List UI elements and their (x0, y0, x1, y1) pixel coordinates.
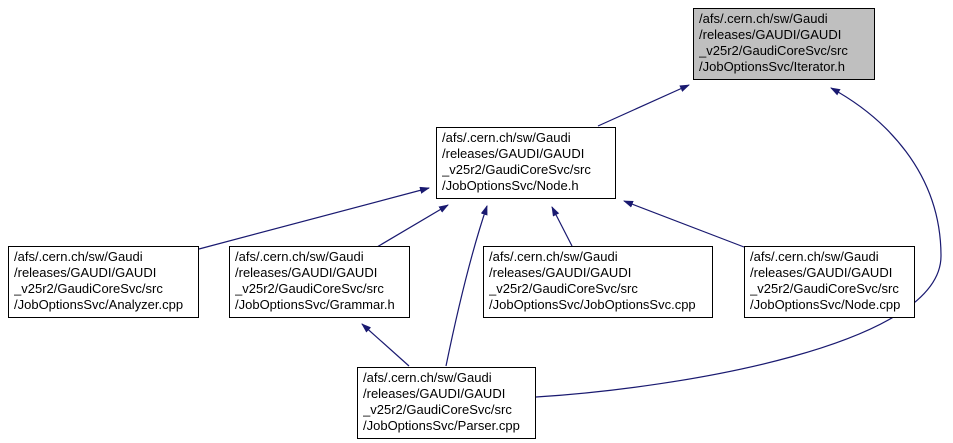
node-label-line: /releases/GAUDI/GAUDI (235, 265, 378, 280)
node-label-line: /JobOptionsSvc/Iterator.h (699, 59, 845, 74)
edge-parser-cpp-to-node-h (445, 205, 488, 367)
node-label-line: /releases/GAUDI/GAUDI (14, 265, 157, 280)
node-label-line: /JobOptionsSvc/Parser.cpp (363, 418, 520, 433)
node-node-h[interactable]: /afs/.cern.ch/sw/Gaudi /releases/GAUDI/G… (436, 127, 616, 199)
node-label-line: /JobOptionsSvc/Analyzer.cpp (14, 297, 184, 312)
node-iterator-h[interactable]: /afs/.cern.ch/sw/Gaudi /releases/GAUDI/G… (693, 8, 875, 80)
edge-node-h-to-iterator-h (597, 84, 690, 127)
node-label-line: /JobOptionsSvc/Node.cpp (750, 297, 901, 312)
node-label-line: /releases/GAUDI/GAUDI (363, 386, 506, 401)
node-label-line: _v25r2/GaudiCoreSvc/src (363, 402, 512, 417)
node-label-line: /afs/.cern.ch/sw/Gaudi (699, 11, 828, 26)
node-node-cpp[interactable]: /afs/.cern.ch/sw/Gaudi /releases/GAUDI/G… (744, 246, 915, 318)
node-parser-cpp[interactable]: /afs/.cern.ch/sw/Gaudi /releases/GAUDI/G… (357, 367, 536, 439)
node-label-line: /JobOptionsSvc/Node.h (442, 178, 579, 193)
node-label-line: /afs/.cern.ch/sw/Gaudi (489, 249, 618, 264)
node-label-line: /afs/.cern.ch/sw/Gaudi (235, 249, 364, 264)
node-joboptionssvc-cpp[interactable]: /afs/.cern.ch/sw/Gaudi /releases/GAUDI/G… (483, 246, 713, 318)
node-label-line: /JobOptionsSvc/Grammar.h (235, 297, 395, 312)
node-label-line: /releases/GAUDI/GAUDI (489, 265, 632, 280)
node-label-line: _v25r2/GaudiCoreSvc/src (235, 281, 384, 296)
node-label-line: /afs/.cern.ch/sw/Gaudi (363, 370, 492, 385)
node-label-line: _v25r2/GaudiCoreSvc/src (750, 281, 899, 296)
node-label-line: /releases/GAUDI/GAUDI (442, 146, 585, 161)
node-label-line: _v25r2/GaudiCoreSvc/src (699, 43, 848, 58)
node-label-line: /afs/.cern.ch/sw/Gaudi (442, 130, 571, 145)
edge-grammar-h-to-node-h (376, 204, 449, 248)
edge-parser-cpp-to-grammar-h (361, 323, 410, 367)
edge-analyzer-cpp-to-node-h (198, 186, 430, 250)
node-grammar-h[interactable]: /afs/.cern.ch/sw/Gaudi /releases/GAUDI/G… (229, 246, 410, 318)
edge-joboptionssvc-cpp-to-node-h (551, 206, 573, 247)
node-label-line: /JobOptionsSvc/JobOptionsSvc.cpp (489, 297, 696, 312)
node-label-line: /releases/GAUDI/GAUDI (750, 265, 893, 280)
node-label-line: /releases/GAUDI/GAUDI (699, 27, 842, 42)
node-label-line: /afs/.cern.ch/sw/Gaudi (14, 249, 143, 264)
node-label-line: _v25r2/GaudiCoreSvc/src (442, 162, 591, 177)
node-label-line: _v25r2/GaudiCoreSvc/src (14, 281, 163, 296)
node-label-line: _v25r2/GaudiCoreSvc/src (489, 281, 638, 296)
node-analyzer-cpp[interactable]: /afs/.cern.ch/sw/Gaudi /releases/GAUDI/G… (8, 246, 199, 318)
node-label-line: /afs/.cern.ch/sw/Gaudi (750, 249, 879, 264)
edge-parser-cpp-to-iterator-h (535, 87, 942, 398)
edge-node-cpp-to-node-h (623, 200, 745, 248)
